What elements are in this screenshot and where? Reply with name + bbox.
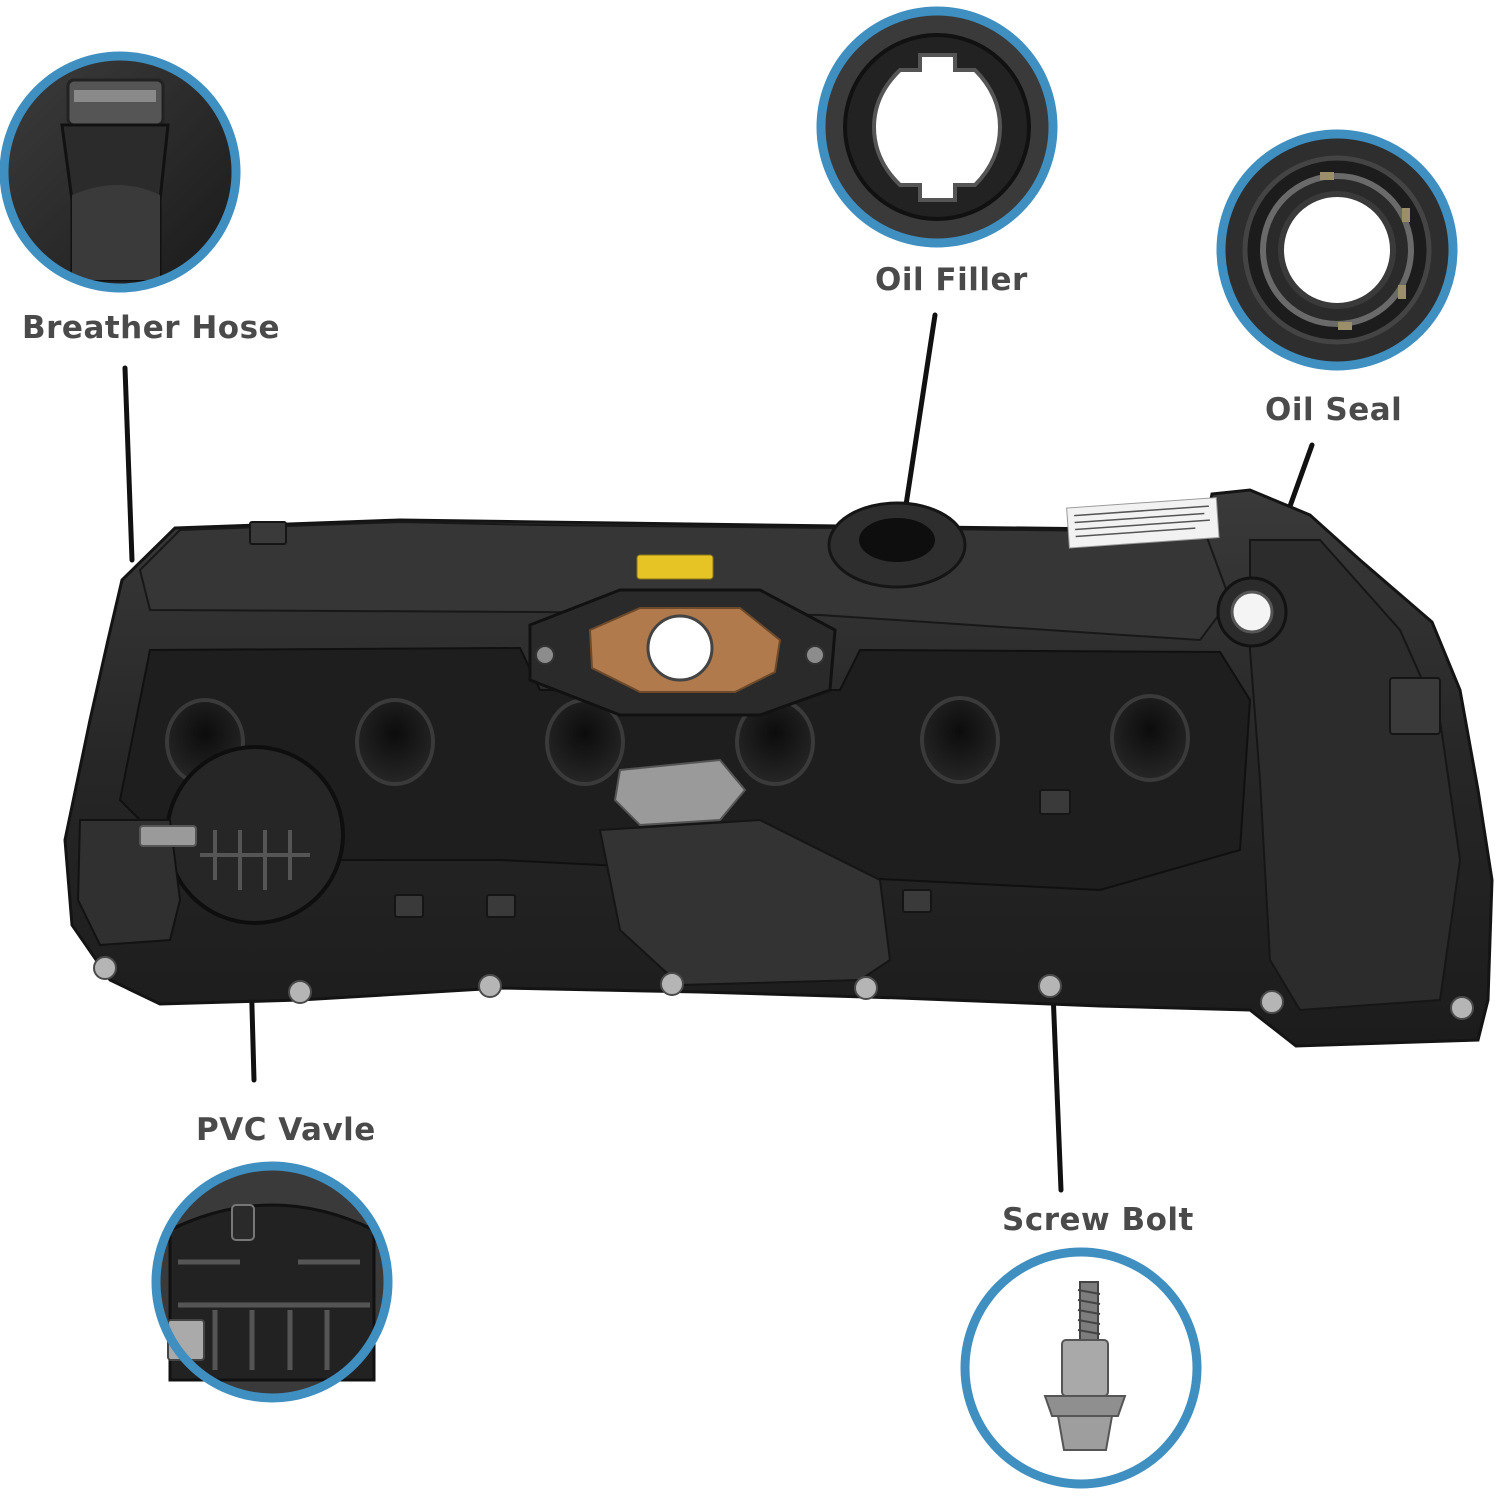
warning-label — [636, 554, 714, 580]
perimeter-bolts — [93, 956, 1474, 1020]
valve-cover — [63, 488, 1494, 1048]
center-rib — [598, 818, 892, 987]
leader-line-oil-filler — [903, 312, 938, 508]
instruction-sticker — [1066, 497, 1220, 549]
oil-filler-opening — [859, 518, 935, 562]
metal-bracket — [613, 758, 747, 827]
vanos-opening — [646, 614, 714, 682]
oil-seal-thumbnail — [1216, 129, 1458, 371]
left-bracket — [76, 819, 182, 947]
callout-oil-seal: Oil Seal — [1265, 392, 1403, 428]
callout-oil-filler: Oil Filler — [875, 262, 1028, 298]
callout-pcv-valve: PVC Vavle — [196, 1112, 376, 1148]
valve-cover-right-end — [1249, 539, 1462, 1012]
leader-line-screw-bolt — [1050, 989, 1064, 1193]
callout-screw-bolt: Screw Bolt — [1002, 1202, 1194, 1238]
screw-bolt-icon — [1043, 1281, 1127, 1451]
callout-breather-hose: Breather Hose — [22, 310, 281, 346]
oil-filler-thumbnail — [816, 6, 1058, 248]
leader-line-breather-hose — [122, 365, 135, 563]
screw-bolt-thumbnail — [960, 1247, 1202, 1489]
spark-plug-wells — [165, 694, 1190, 786]
breather-hose-thumbnail — [0, 51, 241, 293]
pcv-valve-thumbnail — [151, 1161, 393, 1403]
